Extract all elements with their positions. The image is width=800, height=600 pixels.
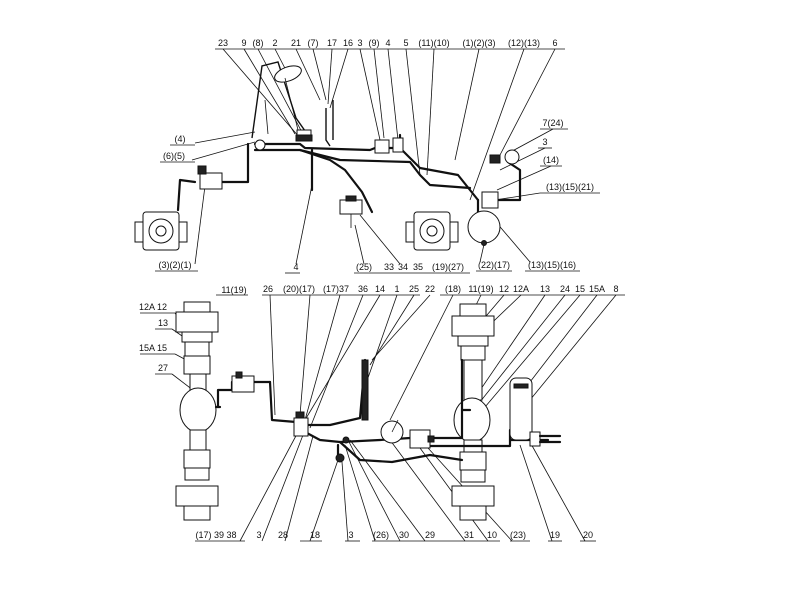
top-callout-label: (3)(2)(1) (159, 260, 192, 270)
bottom-callout-label: 31 (464, 530, 474, 540)
top-callout-label: 17 (327, 38, 337, 48)
bottom-callout-label: 27 (158, 363, 168, 373)
top-callout-label: 7(24) (542, 118, 563, 128)
top-callout-label: 33 (384, 262, 394, 272)
top-label-group: 23 9 (8) 2 21 (7) 17 16 3 (9) 4 5 (11)(10) (1)(2)(3) (… (159, 38, 595, 272)
top-leader-lines (155, 48, 600, 274)
cab-steering-assembly (251, 61, 312, 140)
bottom-callout-label: 15 (575, 284, 585, 294)
top-callout-label: 6 (552, 38, 557, 48)
bottom-callout-label: 20 (583, 530, 593, 540)
bottom-callout-label: 15A 15 (139, 343, 167, 353)
top-callout-label: 21 (291, 38, 301, 48)
bottom-callout-label: 3 (256, 530, 261, 540)
top-callout-label: 23 (218, 38, 228, 48)
bottom-callout-label: 12A (513, 284, 529, 294)
bottom-callout-label: 26 (263, 284, 273, 294)
bottom-callout-label: 11(19) (468, 284, 493, 294)
top-callout-label: 3 (357, 38, 362, 48)
bottom-callout-label: 10 (487, 530, 497, 540)
bottom-callout-label: 22 (425, 284, 435, 294)
bottom-callout-label: 30 (399, 530, 409, 540)
bottom-callout-label: 36 (358, 284, 368, 294)
top-view: 23 9 (8) 2 21 (7) 17 16 3 (9) 4 5 (11)(10) (1)(2)(3) (… (134, 38, 600, 274)
top-callout-label: 3 (542, 137, 547, 147)
top-callout-label: (8) (253, 38, 264, 48)
top-callout-label: (1)(2)(3) (463, 38, 496, 48)
bottom-callout-label: 13 (540, 284, 550, 294)
bottom-view: 11(19) 26 (20)(17) (17)37 36 14 1 25 22 (18) 11(19… (139, 284, 625, 542)
bottom-callout-label: (26) (373, 530, 389, 540)
top-callout-label: (13)(15)(21) (546, 182, 594, 192)
bottom-callout-label: 15A (589, 284, 605, 294)
bottom-callout-label: 13 (158, 318, 168, 328)
rear-left-axle (175, 301, 222, 521)
top-callout-label: (7) (308, 38, 319, 48)
top-callout-label: 2 (272, 38, 277, 48)
top-callout-label: 5 (403, 38, 408, 48)
bottom-pipework (216, 358, 550, 464)
top-callout-label: (13)(15)(16) (528, 260, 576, 270)
bottom-callout-label: 29 (425, 530, 435, 540)
bottom-callout-label: 24 (560, 284, 570, 294)
bottom-callout-label: 3 (348, 530, 353, 540)
bottom-callout-label: (20)(17) (283, 284, 315, 294)
bottom-callout-label: 19 (550, 530, 560, 540)
bottom-callout-label: 11(19) (221, 285, 246, 295)
bottom-callout-label: 8 (613, 284, 618, 294)
top-callout-label: (4) (175, 134, 186, 144)
top-callout-label: (6)(5) (163, 151, 185, 161)
bottom-callout-label: 12A 12 (139, 302, 167, 312)
right-front-brake (405, 211, 459, 251)
top-callout-label: (19)(27) (432, 262, 464, 272)
rear-right-axle (451, 303, 495, 521)
bottom-callout-label: (23) (510, 530, 526, 540)
bottom-callout-label: 1 (394, 284, 399, 294)
left-front-brake (134, 211, 188, 251)
top-callout-label: 16 (343, 38, 353, 48)
top-callout-label: 9 (241, 38, 246, 48)
bottom-callout-label: 28 (278, 530, 288, 540)
top-callout-label: 4 (293, 262, 298, 272)
top-callout-label: (14) (543, 155, 559, 165)
bottom-callout-label: 12 (499, 284, 509, 294)
bottom-callout-label: 25 (409, 284, 419, 294)
bottom-callout-label: 18 (310, 530, 320, 540)
top-callout-label: 35 (413, 262, 423, 272)
top-components (197, 134, 520, 246)
top-callout-label: (22)(17) (478, 260, 510, 270)
top-callout-label: 4 (385, 38, 390, 48)
top-callout-label: (25) (356, 262, 372, 272)
bottom-callout-label: (17)37 (323, 284, 349, 294)
top-callout-label: (11)(10) (418, 38, 449, 48)
bottom-callout-label: 14 (375, 284, 385, 294)
bottom-callout-label: (18) (445, 284, 461, 294)
bottom-components (231, 359, 562, 463)
top-callout-label: (9) (369, 38, 380, 48)
bottom-label-group: 11(19) 26 (20)(17) (17)37 36 14 1 25 22 (18) 11(19… (139, 284, 619, 540)
top-callout-label: 34 (398, 262, 408, 272)
bottom-callout-label: (17) 39 38 (195, 530, 236, 540)
top-callout-label: (12)(13) (508, 38, 540, 48)
